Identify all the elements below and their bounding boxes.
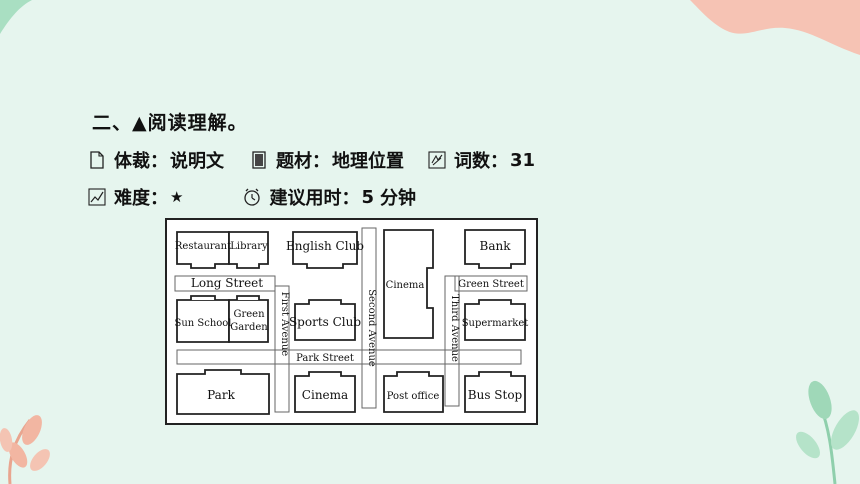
- building-green-garden: [228, 295, 269, 343]
- time-value: 5: [361, 186, 374, 208]
- clock-icon: [244, 188, 261, 206]
- first-avenue-road: [274, 285, 290, 413]
- heading-text: 阅读理解。: [147, 112, 248, 134]
- genre-label: 体裁：: [114, 151, 168, 172]
- meta-row-1: 体裁： 说明文 题材： 地理位置 词数： 31: [88, 147, 535, 173]
- top-left-leaf-decoration: [0, 0, 32, 34]
- building-post-office: [383, 371, 444, 413]
- building-supermarket: [464, 299, 526, 341]
- third-avenue-road: [444, 275, 460, 407]
- green-street-road: [454, 275, 528, 292]
- building-park: [176, 369, 270, 415]
- genre-value: 说明文: [170, 151, 224, 172]
- label-cinema-bottom: Cinema: [302, 388, 348, 402]
- label-park: Park: [207, 388, 235, 402]
- second-avenue-road: [361, 227, 377, 409]
- building-bank: [464, 229, 526, 269]
- time-unit: 分钟: [379, 188, 416, 209]
- label-library: Library: [230, 241, 268, 252]
- label-english-club: English Club: [286, 239, 364, 253]
- heading-prefix: 二、: [92, 112, 133, 134]
- label-green-street: Green Street: [458, 279, 524, 290]
- difficulty-star: ★: [170, 188, 184, 206]
- word-count-icon: [428, 151, 446, 169]
- words-value: 31: [510, 149, 536, 171]
- label-bus-stop: Bus Stop: [468, 388, 523, 402]
- label-bank: Bank: [480, 239, 512, 253]
- time-label: 建议用时：: [269, 188, 360, 209]
- bottom-right-plant-decoration: [796, 380, 859, 484]
- top-right-blob-decoration: [690, 0, 860, 55]
- building-sports-club: [294, 299, 356, 341]
- meta-row-2: 难度： ★ 建议用时： 5 分钟: [88, 184, 416, 210]
- words-label: 词数：: [454, 151, 508, 172]
- label-third-avenue: Third Avenue: [449, 294, 460, 362]
- label-park-street: Park Street: [296, 353, 354, 364]
- label-green-garden-1: Green: [233, 309, 265, 320]
- street-map: Restaurant Library English Club Cinema B…: [165, 218, 538, 425]
- label-cinema-top: Cinema: [386, 280, 425, 291]
- street-map-svg: Restaurant Library English Club Cinema B…: [165, 218, 538, 425]
- topic-label: 题材：: [276, 151, 330, 172]
- building-cinema-bottom: [294, 371, 356, 413]
- document-icon: [90, 151, 104, 169]
- building-english-club: [292, 231, 358, 269]
- building-bus-stop: [464, 371, 526, 413]
- building-sun-school: [176, 295, 230, 343]
- long-street-road: [174, 275, 276, 292]
- label-first-avenue: First Avenue: [279, 292, 290, 357]
- label-sun-school: Sun School: [174, 318, 231, 329]
- label-green-garden-2: Garden: [230, 322, 268, 333]
- book-icon: [252, 151, 266, 169]
- building-cinema-top: [383, 229, 434, 339]
- label-long-street: Long Street: [191, 276, 263, 290]
- bottom-left-plant-decoration: [0, 415, 50, 484]
- label-supermarket: Supermarket: [462, 318, 529, 329]
- label-sports-club: Sports Club: [289, 315, 361, 329]
- building-library: [228, 231, 269, 269]
- difficulty-chart-icon: [88, 188, 106, 206]
- triangle-icon: ▲: [132, 112, 148, 134]
- difficulty-label: 难度：: [114, 188, 168, 209]
- topic-value: 地理位置: [332, 151, 404, 172]
- park-street-road: [176, 349, 522, 365]
- label-second-avenue: Second Avenue: [366, 289, 377, 367]
- label-restaurant: Restaurant: [175, 241, 231, 252]
- section-heading: 二、▲阅读理解。: [92, 108, 248, 135]
- label-post-office: Post office: [387, 391, 440, 402]
